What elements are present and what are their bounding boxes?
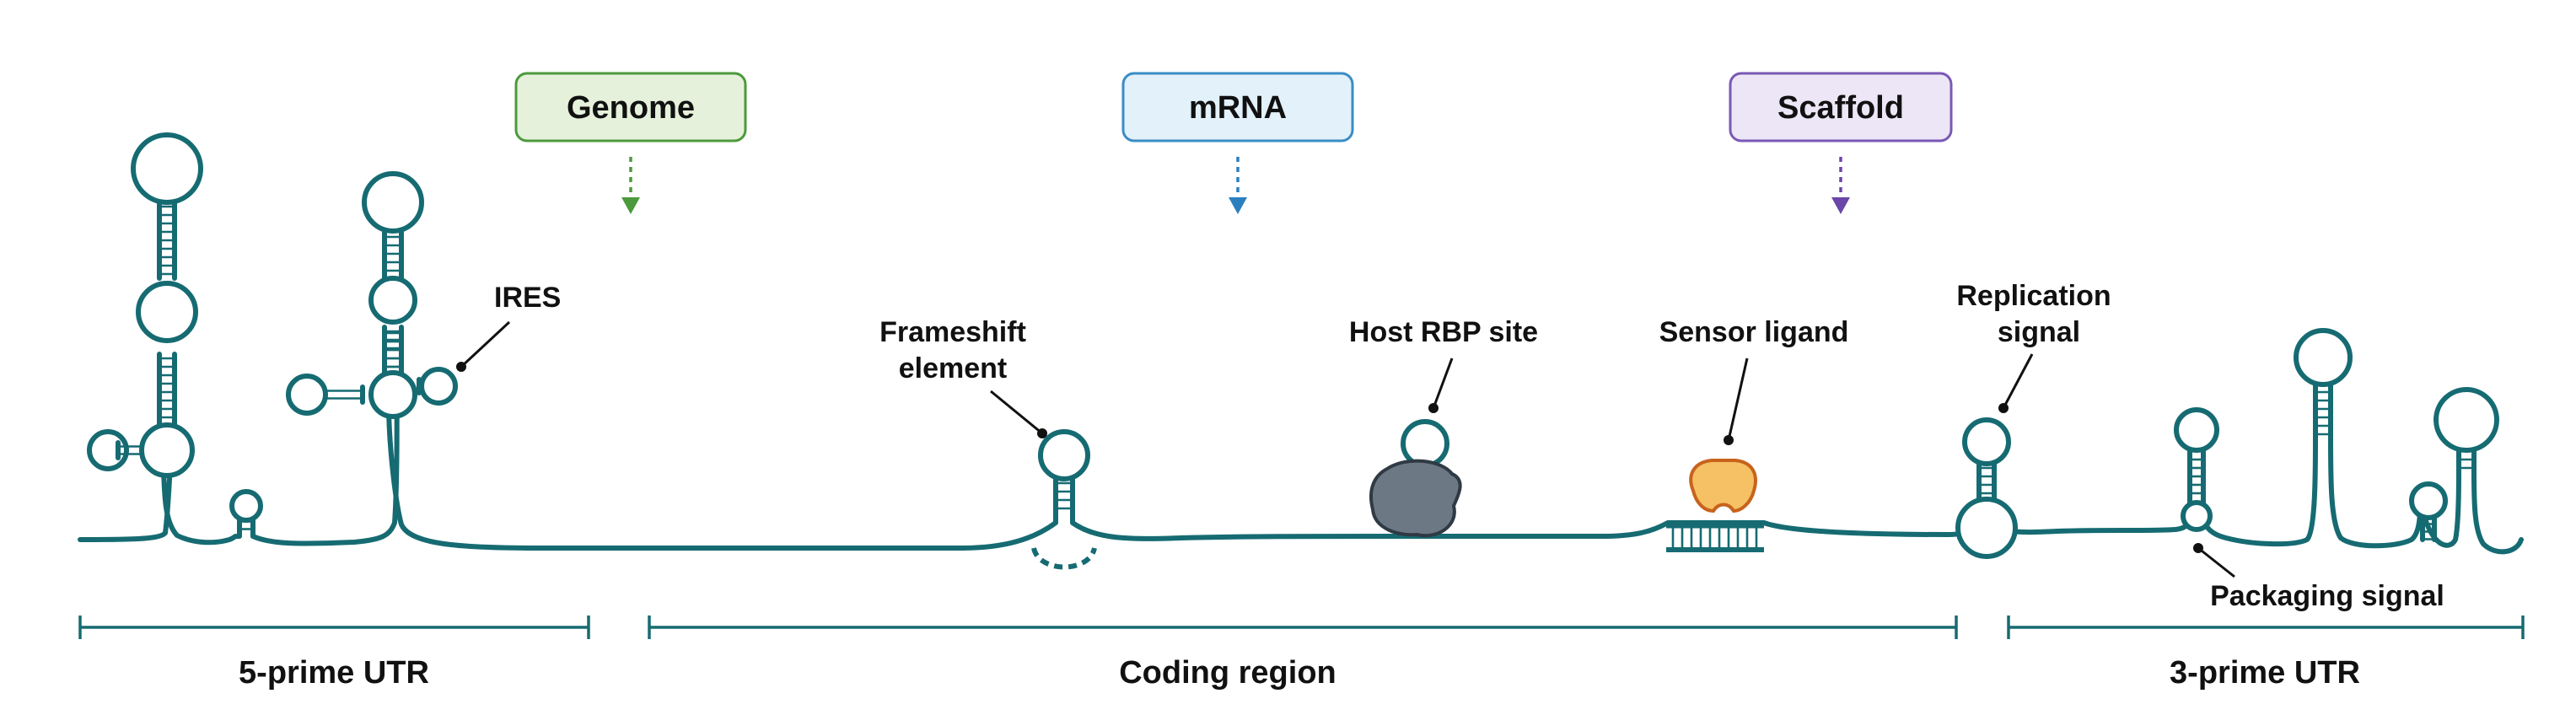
mrna-category: mRNA (1121, 72, 1354, 214)
replication-leader (2002, 353, 2034, 409)
genome-arrow-icon (621, 157, 640, 214)
ires-left-loop (286, 374, 328, 416)
sensor-ligand-duplex (1666, 524, 1764, 552)
replication-label-line2: signal (1998, 316, 2080, 348)
mrna-arrow-head (1229, 197, 1247, 214)
coding-region-bracket (648, 616, 1958, 639)
genome-box (514, 72, 747, 142)
three-prime-loop-c (2409, 481, 2448, 520)
three-prime-loop-d (2433, 387, 2499, 453)
frameshift-label-line2: element (899, 352, 1008, 384)
scaffold-arrow-head (1831, 197, 1850, 214)
frameshift-leader (990, 390, 1043, 435)
ires-label: IRES (494, 282, 561, 314)
five-prime-side-loop (87, 429, 129, 471)
three-prime-utr-label: 3-prime UTR (2170, 655, 2360, 691)
packaging-leader-dot (2193, 543, 2203, 553)
sensor-ligand-leader (1727, 358, 1749, 441)
ires-junction-loop (368, 370, 417, 419)
scaffold-box (1729, 72, 1953, 142)
replication-loop (1962, 417, 2011, 466)
five-prime-utr-bracket (78, 616, 590, 639)
host-rbp-label: Host RBP site (1349, 316, 1538, 348)
ires-leader (460, 320, 511, 368)
five-prime-utr-label: 5-prime UTR (239, 655, 429, 691)
three-prime-loop-a (2174, 407, 2219, 453)
three-prime-loop-b (2294, 328, 2353, 387)
frameshift-stem (1053, 476, 1075, 512)
three-prime-stem-b (2313, 377, 2333, 444)
sensor-ligand-label: Sensor ligand (1659, 316, 1849, 348)
host-rbp-leader (1432, 358, 1454, 409)
five-prime-internal-loop (136, 281, 198, 343)
sensor-ligand-leader-dot (1724, 435, 1734, 445)
coding-region-label: Coding region (1119, 655, 1336, 691)
five-prime-hairpin-loop (131, 132, 203, 205)
replication-leader-dot (1998, 403, 2009, 413)
ires-center-loop (368, 276, 417, 325)
mrna-box (1121, 72, 1354, 142)
host-rbp-loop (1401, 419, 1449, 468)
scaffold-arrow-icon (1831, 157, 1850, 214)
ires-leader-dot (456, 362, 466, 372)
ires-upper-stem (382, 326, 404, 374)
host-rbp-leader-dot (1428, 403, 1439, 413)
host-rbp-protein-icon (1369, 459, 1462, 538)
scaffold-label: Scaffold (1777, 90, 1904, 126)
rna-backbone-3prime (1996, 436, 2524, 555)
frameshift-pseudoknot (1031, 547, 1097, 570)
stem-loops (87, 132, 2499, 570)
ires-top-loop (362, 171, 424, 234)
packaging-leader (2197, 546, 2235, 578)
genome-arrow-head (621, 197, 640, 214)
mrna-arrow-icon (1229, 157, 1247, 214)
sensor-ligand-icon (1689, 459, 1757, 513)
five-prime-lower-loop (139, 422, 195, 478)
rna-backbone (78, 406, 1976, 551)
frameshift-label-line1: Frameshift (879, 316, 1026, 348)
mrna-label: mRNA (1189, 90, 1287, 126)
genome-category: Genome (514, 72, 747, 214)
three-prime-bulge (2181, 500, 2213, 532)
replication-label-line1: Replication (1956, 280, 2111, 312)
small-hairpin-loop (229, 489, 263, 523)
replication-internal-loop (1955, 497, 2018, 559)
genome-label: Genome (567, 90, 695, 126)
frameshift-leader-dot (1037, 428, 1047, 438)
scaffold-category: Scaffold (1729, 72, 1953, 214)
three-prime-stem-a (2187, 444, 2206, 510)
packaging-label: Packaging signal (2210, 580, 2444, 612)
five-prime-stem-a-upper (157, 191, 177, 281)
three-prime-utr-bracket (2007, 616, 2525, 639)
ires-right-loop (419, 367, 458, 406)
frameshift-loop (1038, 429, 1090, 481)
